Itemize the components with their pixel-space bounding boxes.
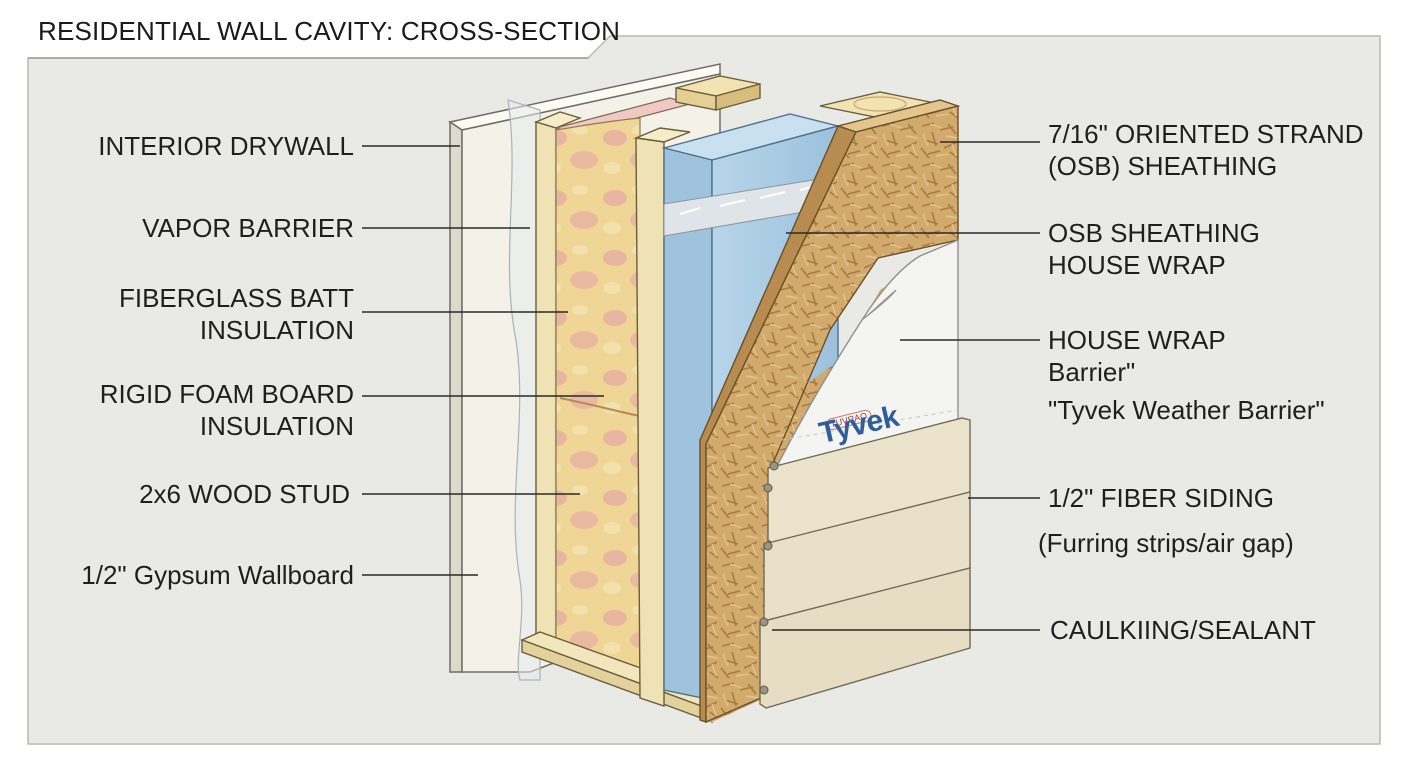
label-wood-stud: 2x6 WOOD STUD: [139, 479, 350, 509]
label-rigid-line2: INSULATION: [199, 411, 354, 441]
label-osb-house-wrap: OSB SHEATHING HOUSE WRAP: [1048, 217, 1260, 281]
label-gypsum: 1/2" Gypsum Wallboard: [81, 560, 354, 590]
label-fiberglass-line2: INSULATION: [199, 315, 354, 345]
fiber-siding: [759, 417, 971, 709]
label-house-wrap-line1: HOUSE WRAP: [1048, 325, 1226, 355]
label-vapor-barrier: VAPOR BARRIER: [142, 213, 354, 243]
label-house-wrap-line2: Barrier": [1048, 357, 1136, 387]
vapor-barrier-sheet: [507, 99, 541, 681]
left-leader-lines: [362, 145, 604, 576]
label-interior-drywall: INTERIOR DRYWALL: [98, 131, 354, 161]
label-rigid-foam: RIGID FOAM BOARD INSULATION: [100, 378, 354, 442]
label-osb: 7/16" ORIENTED STRAND (OSB) SHEATHING: [1048, 118, 1364, 182]
right-leader-lines: [772, 141, 1040, 631]
label-osb-wrap-line1: OSB SHEATHING: [1048, 218, 1260, 248]
label-caulking: CAULKIING/SEALANT: [1050, 615, 1316, 645]
label-osb-wrap-line2: HOUSE WRAP: [1048, 250, 1226, 280]
label-fiberglass-line1: FIBERGLASS BATT: [118, 283, 354, 313]
label-house-wrap-line3: "Tyvek Weather Barrier": [1048, 395, 1325, 425]
label-fiberglass-batt: FIBERGLASS BATT INSULATION: [119, 282, 354, 346]
right-stud: [633, 127, 691, 707]
label-furring: (Furring strips/air gap): [1038, 528, 1294, 558]
label-fiber-siding: 1/2" FIBER SIDING: [1048, 483, 1274, 513]
label-rigid-line1: RIGID FOAM BOARD: [99, 379, 354, 409]
label-osb-line1: 7/16" ORIENTED STRAND: [1048, 119, 1364, 149]
label-house-wrap: HOUSE WRAP Barrier" "Tyvek Weather Barri…: [1048, 324, 1325, 426]
top-plate-blocks: [675, 75, 941, 119]
label-osb-line2: (OSB) SHEATHING: [1048, 151, 1278, 181]
diagram-title: RESIDENTIAL WALL CAVITY: CROSS-SECTION: [38, 16, 621, 46]
